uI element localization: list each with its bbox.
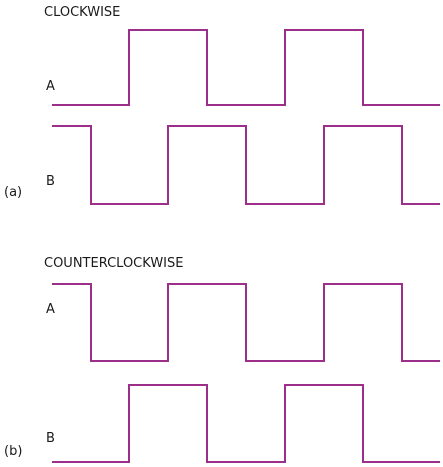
waveform-clockwise-b — [52, 125, 440, 205]
waveform-clockwise-a — [52, 29, 440, 106]
heading-counterclockwise: COUNTERCLOCKWISE — [44, 256, 183, 271]
label-b-counterclockwise: B — [46, 431, 55, 446]
waveform-counterclockwise-a — [52, 283, 440, 362]
panel-tag-a: (a) — [4, 185, 22, 200]
label-a-clockwise: A — [46, 79, 55, 94]
label-a-counterclockwise: A — [46, 302, 55, 317]
panel-tag-b: (b) — [4, 444, 22, 459]
label-b-clockwise: B — [46, 174, 55, 189]
heading-clockwise: CLOCKWISE — [44, 5, 120, 20]
waveform-counterclockwise-b — [52, 384, 440, 463]
